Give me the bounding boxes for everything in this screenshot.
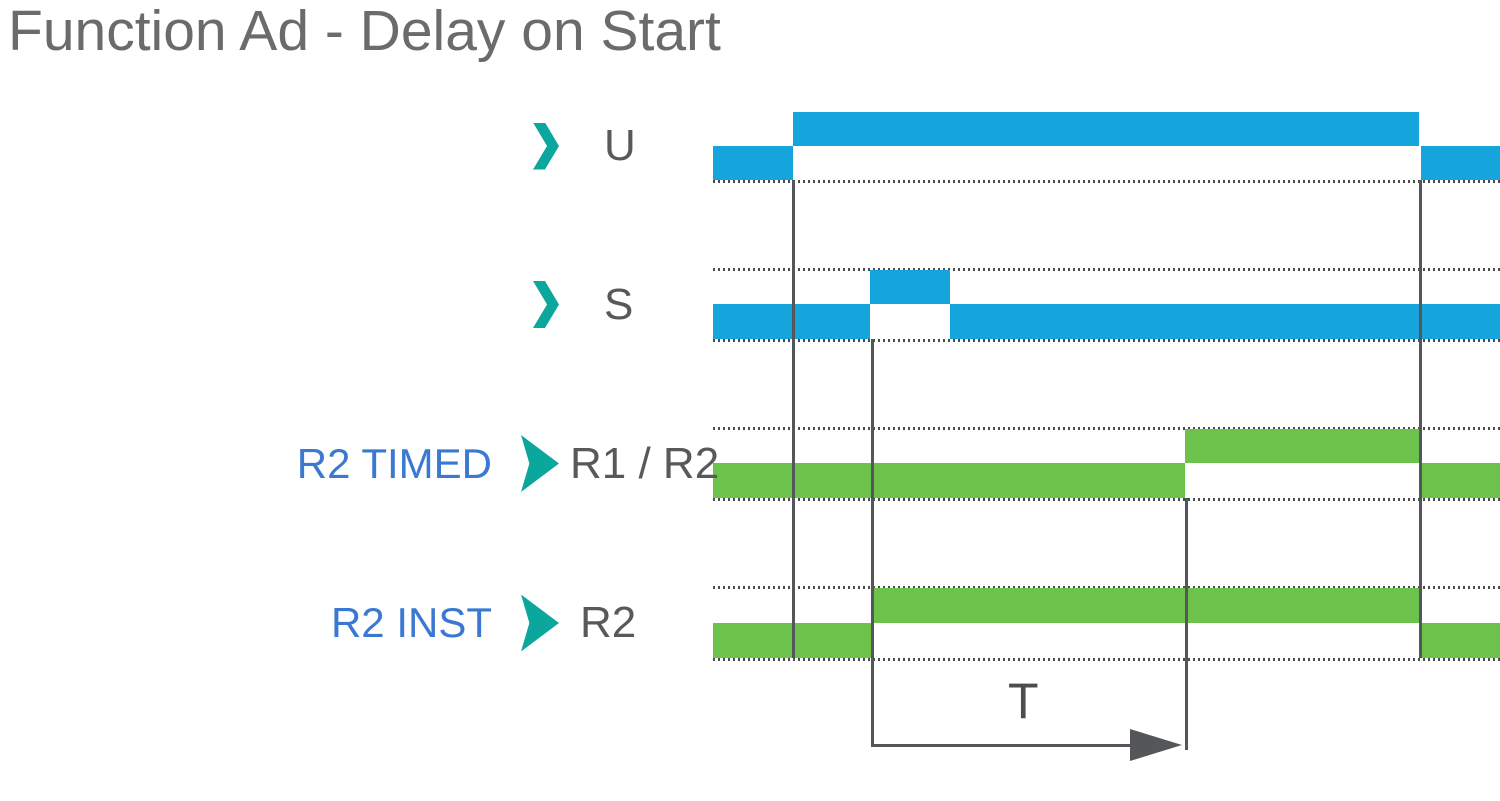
signal-segment-low bbox=[713, 146, 793, 180]
event-marker-line bbox=[1185, 498, 1188, 750]
event-marker-line bbox=[792, 180, 795, 658]
signal-segment-low bbox=[1421, 463, 1500, 498]
signal-segment-high bbox=[793, 112, 1419, 146]
signal-baseline bbox=[713, 498, 1500, 501]
signal-segment-high bbox=[870, 270, 950, 304]
signal-segment-low bbox=[950, 304, 1500, 339]
signal-label: R2 bbox=[580, 598, 637, 647]
timer-duration-label: T bbox=[1008, 673, 1039, 729]
signal-label: R1 / R2 bbox=[570, 438, 720, 488]
signal-baseline bbox=[713, 180, 1500, 183]
aux-label: R2 TIMED bbox=[296, 439, 492, 487]
signal-baseline bbox=[713, 658, 1500, 661]
timer-arrowhead-icon bbox=[1130, 729, 1182, 761]
event-marker-line bbox=[1419, 180, 1422, 658]
chevron-right-icon bbox=[533, 122, 559, 170]
timer-arrow-line bbox=[872, 744, 1136, 747]
signal-high-reference-line bbox=[713, 427, 1500, 430]
signal-label: S bbox=[604, 279, 634, 329]
triangle-right-icon bbox=[521, 435, 559, 492]
signal-segment-low bbox=[713, 463, 1185, 498]
signal-segment-low bbox=[1421, 146, 1500, 180]
signal-baseline bbox=[713, 339, 1500, 342]
triangle-right-icon bbox=[521, 594, 559, 652]
signal-high-reference-line bbox=[713, 586, 1500, 589]
chevron-right-icon bbox=[533, 281, 559, 328]
signal-high-reference-line bbox=[713, 268, 1500, 271]
signal-segment-high bbox=[872, 588, 1419, 623]
signal-label: U bbox=[604, 121, 636, 170]
signal-segment-high bbox=[1185, 429, 1419, 463]
aux-label: R2 INST bbox=[330, 599, 492, 646]
page-title: Function Ad - Delay on Start bbox=[8, 0, 721, 63]
event-marker-line bbox=[871, 339, 874, 747]
signal-segment-low bbox=[713, 304, 870, 339]
signal-segment-low bbox=[1421, 623, 1500, 658]
